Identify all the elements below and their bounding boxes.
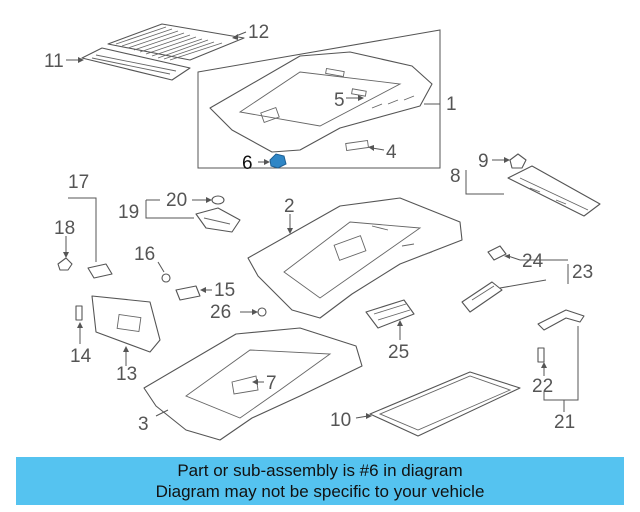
part-26-screw [257,307,267,317]
callout-13: 13 [116,364,137,385]
leader-lines [63,31,579,419]
callout-labels: 11 12 1 5 4 6 9 8 17 20 19 2 18 16 24 23… [44,22,593,435]
callout-10: 10 [330,410,351,431]
part-3-headliner [143,327,363,441]
banner-line-2: Diagram may not be specific to your vehi… [155,482,485,501]
banner-line-1: Part or sub-assembly is #6 in diagram [177,461,463,480]
callout-11: 11 [44,51,64,72]
part-10-sunroof-glass [369,371,521,437]
callout-15: 15 [214,280,235,301]
part-13-sun-visor [91,295,161,353]
callout-19: 19 [118,202,139,223]
part-1-headliner [209,51,433,153]
callout-21: 21 [554,412,575,433]
part-11-shade-rail [81,47,191,81]
callout-12: 12 [248,22,269,43]
part-23-bracket [461,281,503,313]
part-18-clip [57,257,73,271]
callout-8: 8 [450,166,461,187]
callout-2: 2 [284,196,295,217]
part-21-assist-grip [537,309,585,331]
part-14-screw [75,305,83,321]
part-2-headliner [247,197,463,319]
callout-3: 3 [138,414,149,435]
callout-7: 7 [266,373,277,394]
callout-20: 20 [166,190,187,211]
part-6-clip [269,153,287,169]
callout-17: 17 [68,172,89,193]
callout-14: 14 [70,346,92,367]
info-banner: Part or sub-assembly is #6 in diagram Di… [16,457,624,505]
callout-1: 1 [446,94,457,115]
callout-4: 4 [386,142,397,163]
part-12-sunshade [107,23,245,61]
callout-16: 16 [134,244,155,265]
callout-18: 18 [54,218,75,239]
parts-diagram: 11 12 1 5 4 6 9 8 17 20 19 2 18 16 24 23… [44,22,601,441]
callout-24: 24 [522,251,544,272]
inset-frame [197,29,441,169]
part-24-cap [487,245,507,261]
callout-23: 23 [572,262,593,283]
callout-26: 26 [210,302,231,323]
part-17-bracket [87,263,113,279]
part-8-trim-bracket [507,165,601,217]
part-15-holder [175,285,201,301]
part-25-console [365,299,415,329]
part-20-bulb [211,195,225,205]
part-9-clip [509,153,527,169]
part-19-map-light [195,207,241,233]
callout-9: 9 [478,151,489,172]
part-16-screw [161,273,171,283]
callout-5: 5 [334,90,345,111]
callout-22: 22 [532,376,553,397]
part-22-bolt [537,347,545,363]
callout-25: 25 [388,342,409,363]
callout-6: 6 [242,153,253,174]
